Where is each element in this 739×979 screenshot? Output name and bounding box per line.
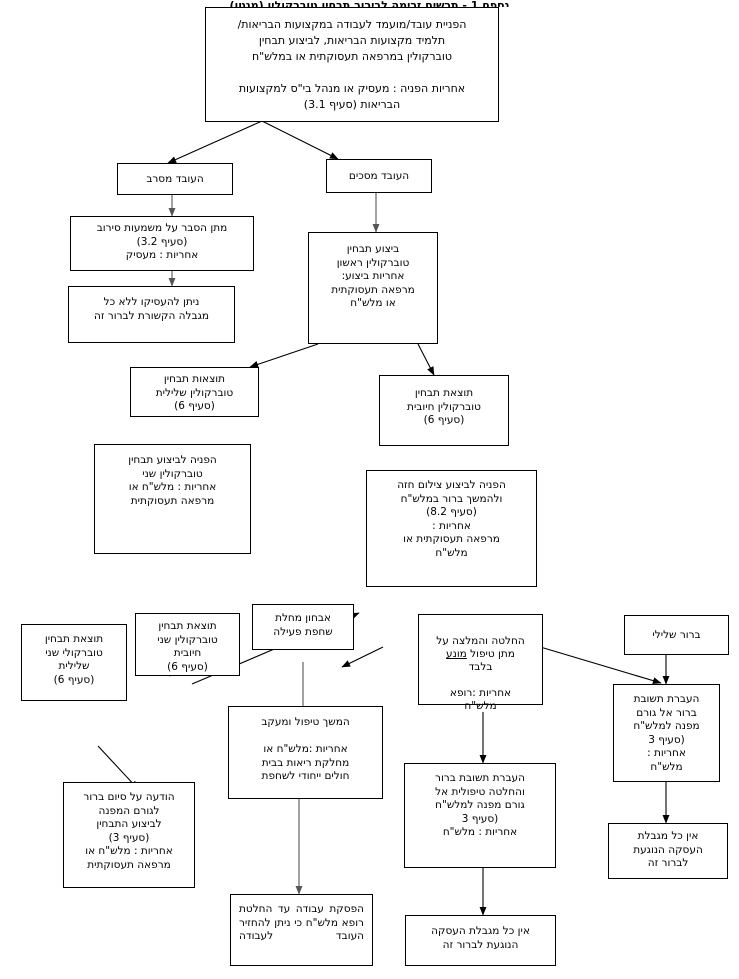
node-preventive-decision[interactable]: החלטה והמלצה על מתן טיפול מונע בלבד אחרי… — [418, 614, 543, 711]
preventive-text-after: בלבד אחריות :רופא מלש"ח — [449, 661, 512, 712]
node-stop-work[interactable]: הפסקת עבודה עד החלטת רופא מלש"ח כי ניתן … — [230, 894, 373, 966]
edge-start-to-agree — [261, 120, 339, 160]
node-can-employ[interactable]: ניתן להעסיקו ללא כל מגבלה הקשורת לברור ז… — [68, 286, 235, 343]
node-first-test[interactable]: ביצוע תבחין טוברקולין ראשון אחריות ביצוע… — [308, 232, 438, 344]
edge-firsttest-to-negative — [249, 343, 319, 368]
node-continued-care[interactable]: המשך טיפול ומעקב אחריות :מלש"ח או מחלקת … — [228, 706, 383, 799]
node-refuse-label: העובד מסרב — [146, 173, 204, 186]
node-notify-end[interactable]: הודעה על סיום ברור לגורם המפנה לביצוע הת… — [63, 782, 195, 888]
node-second-negative[interactable]: תוצאת תבחין טוברקולי שני שלילית (סעיף 6) — [21, 624, 127, 701]
node-explain-refusal[interactable]: מתן הסבר על משמעות סירוב (סעיף 3.2) אחרי… — [70, 216, 254, 271]
node-active-tb[interactable]: אבחון מחלת שחפת פעילה — [252, 604, 354, 650]
node-result-negative[interactable]: תוצאות תבחין טוברקולין שלילית (סעיף 6) — [130, 367, 259, 417]
edge-firsttest-to-positive — [417, 343, 435, 376]
node-refer-second-test[interactable]: הפניה לביצוע תבחין טוברקולין שני אחריות … — [94, 444, 251, 554]
node-transfer-answer-plain[interactable]: העברת תשובת ברור אל גורם מפנה למלש"ח (סע… — [613, 684, 720, 782]
node-second-positive[interactable]: תוצאת תבחין טוברקולין שני חיובית (סעיף 6… — [135, 613, 240, 676]
node-refer-chest-xray[interactable]: הפניה לביצוע צילום חזה ולהמשך ברור במלש"… — [366, 470, 537, 587]
node-refuse[interactable]: העובד מסרב — [117, 163, 233, 195]
node-result-positive[interactable]: תוצאת תבחין טוברקולין חיובית (סעיף 6) — [379, 375, 509, 446]
preventive-text-before: החלטה והמלצה על מתן טיפול — [436, 635, 525, 660]
node-negative-clarification-label: ברור שלילי — [652, 629, 701, 642]
document-title-clipped: נספח 1 - תרשים זרימה לבירור תבחין טוברקו… — [229, 0, 510, 7]
preventive-text-underlined: מונע — [446, 648, 467, 660]
node-no-limit-center[interactable]: אין כל מגבלת העסקה הנוגעת לברור זה — [405, 915, 556, 966]
node-no-limit-right[interactable]: אין כל מגבלת העסקה הנוגעת לברור זה — [608, 823, 728, 879]
node-transfer-answer-treatment[interactable]: העברת תשובת ברור והחלטה טיפולית אל גורם … — [404, 763, 556, 868]
node-agree[interactable]: העובד מסכים — [326, 159, 432, 193]
node-start[interactable]: הפניית עובד/מועמד לעבודה במקצועות הבריאו… — [205, 7, 499, 122]
edge-chestxray-to-activetb — [341, 646, 384, 668]
node-negative-clarification[interactable]: ברור שלילי — [624, 615, 729, 655]
node-agree-label: העובד מסכים — [348, 170, 410, 183]
edge-start-to-refuse — [167, 120, 263, 164]
